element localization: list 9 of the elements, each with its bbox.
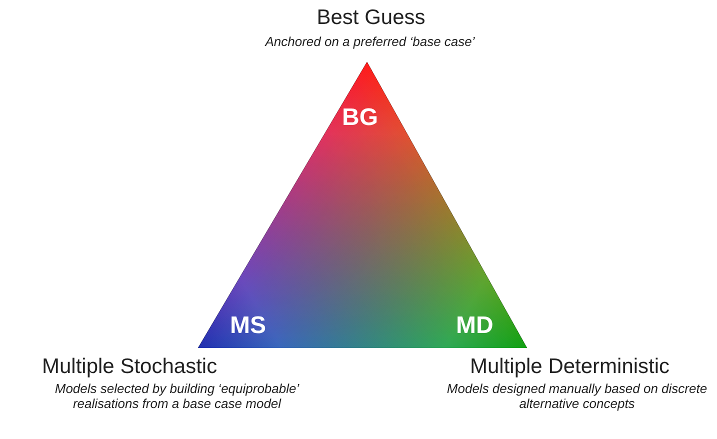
vertex-description: Anchored on a preferred ‘base case’ xyxy=(264,34,476,49)
vertex-title: Multiple Deterministic xyxy=(470,355,671,379)
vertex-abbreviation: MS xyxy=(230,312,267,340)
vertex-description: Models selected by building ‘equiprobable’ realisations from a base case model xyxy=(54,381,300,411)
vertex-abbreviation: BG xyxy=(342,104,379,132)
vertex-title: Multiple Stochastic xyxy=(42,355,218,379)
vertex-abbreviation: MD xyxy=(456,312,494,340)
vertex-title: Best Guess xyxy=(316,6,426,30)
vertex-description: Models designed manually based on discrete alternative concepts xyxy=(446,381,708,411)
